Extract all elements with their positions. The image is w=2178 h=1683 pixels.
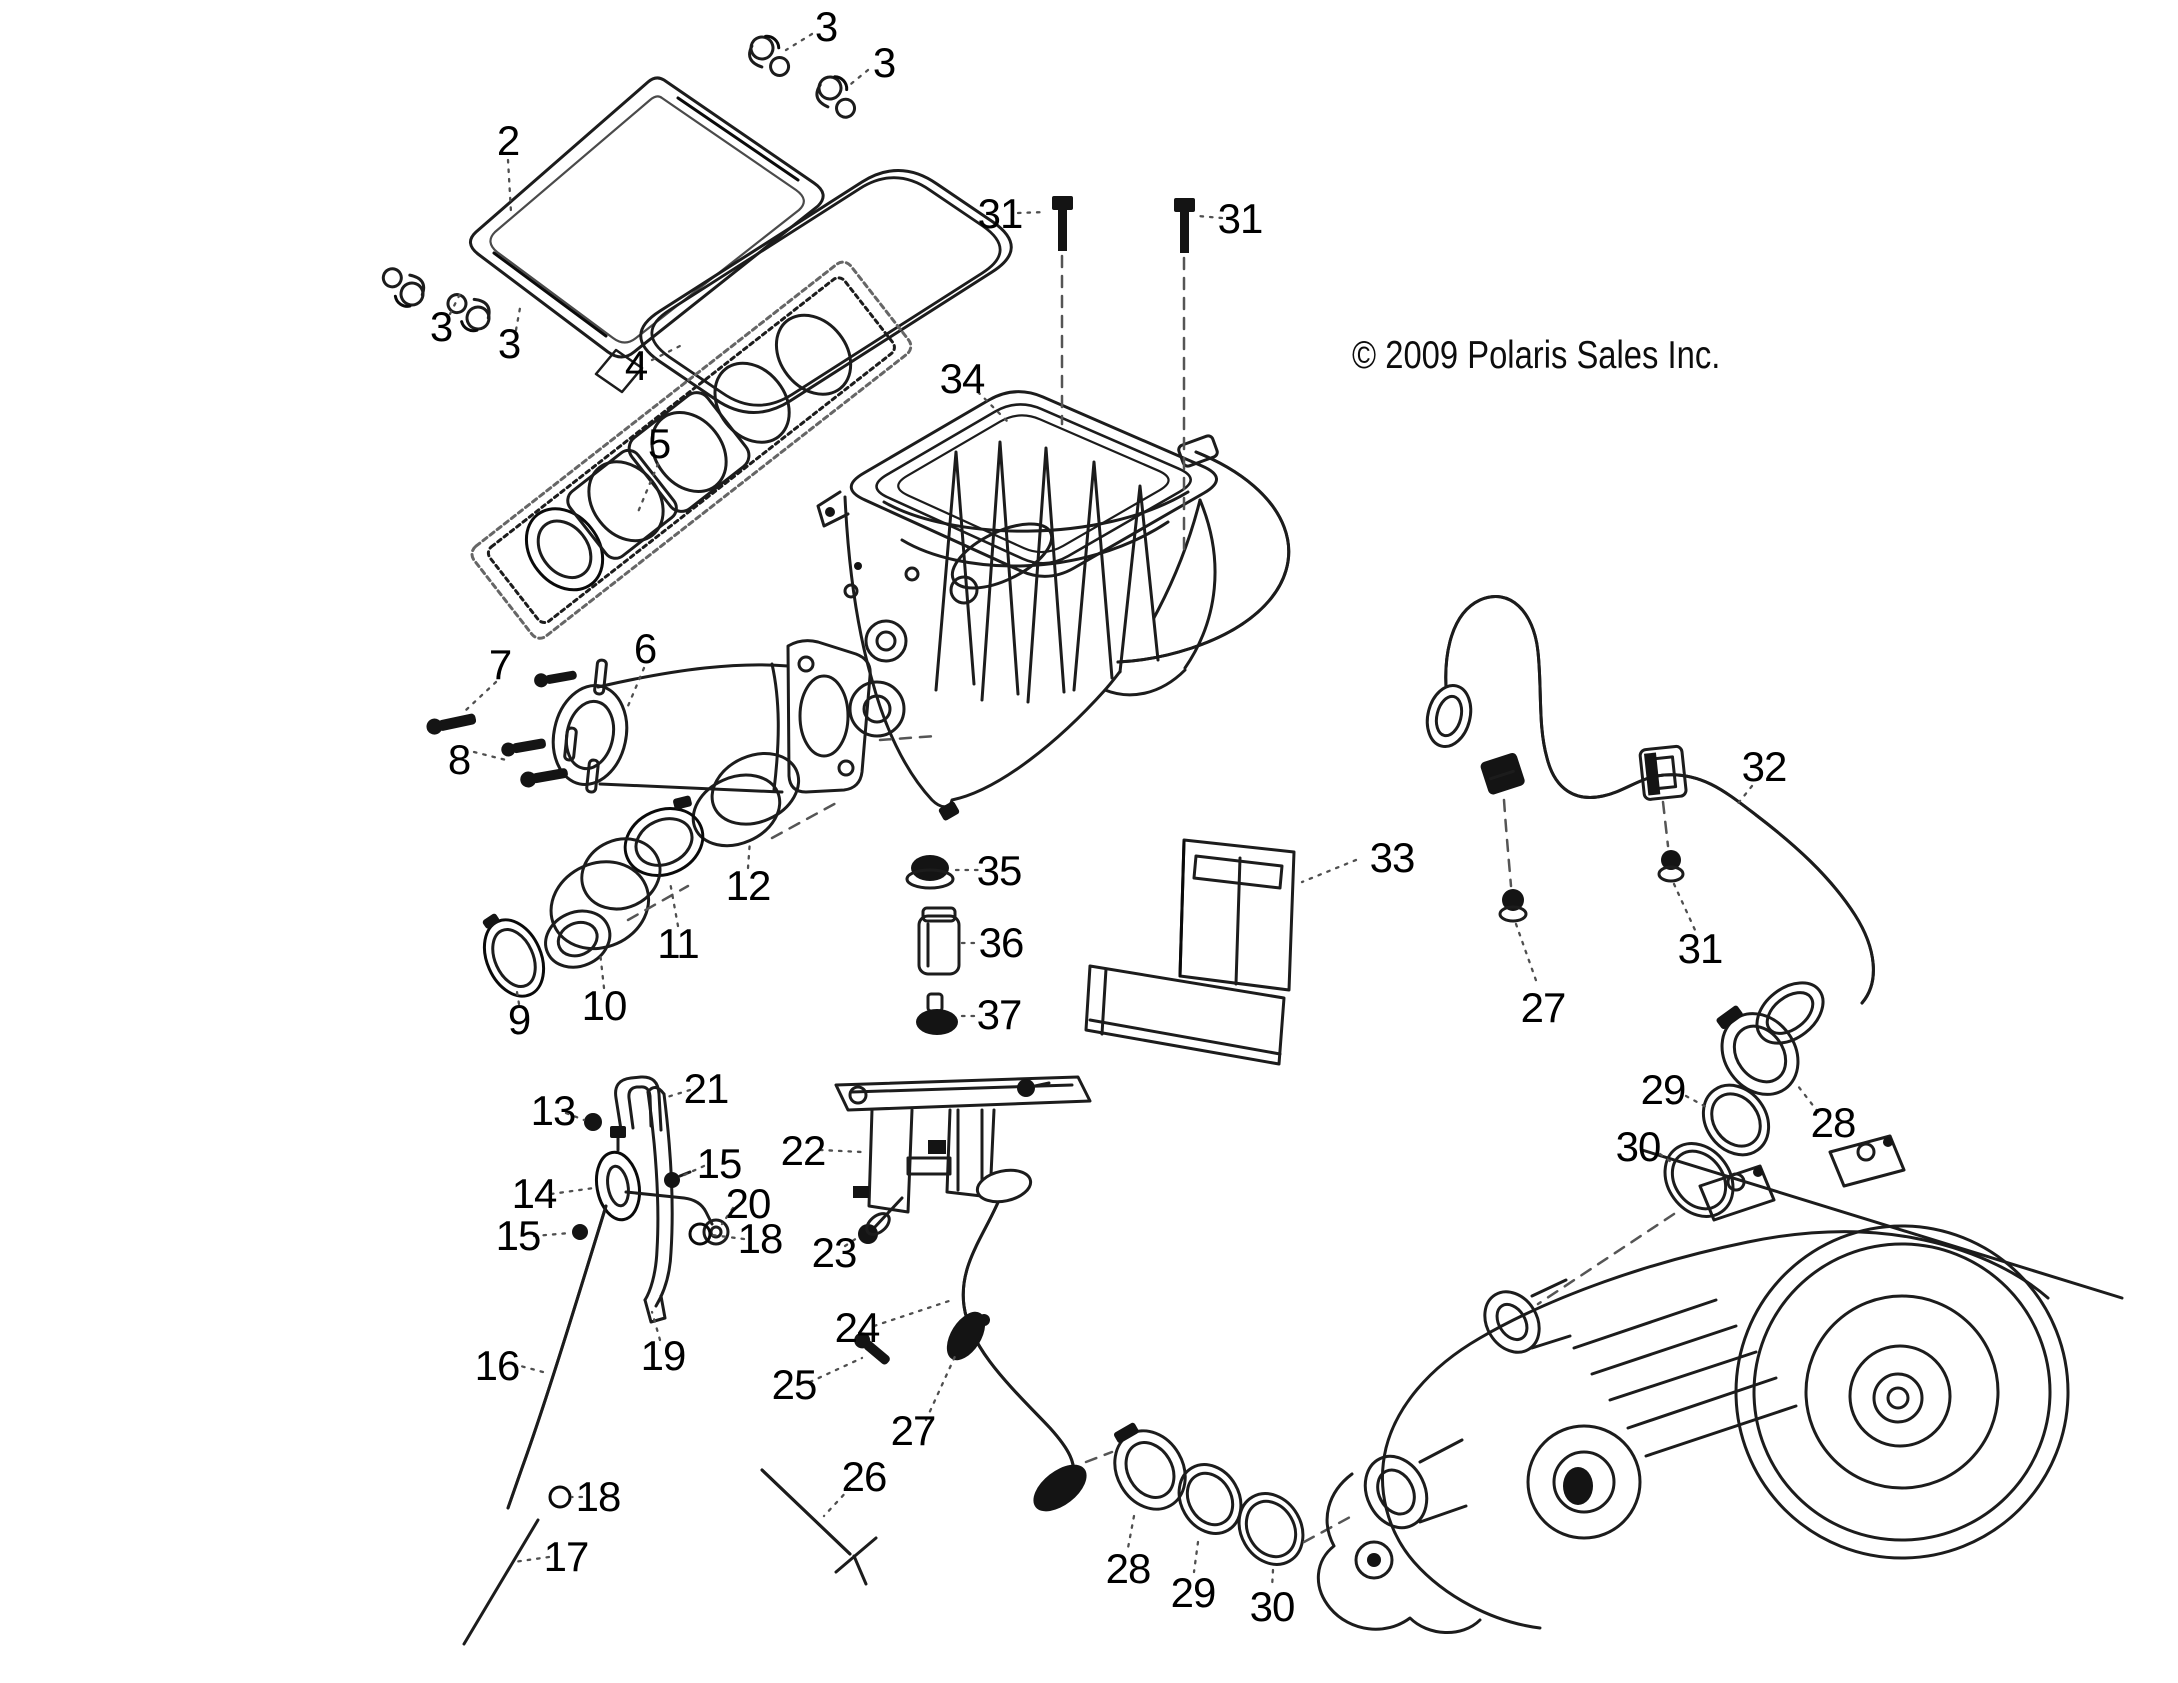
part-callout-16: 16: [474, 1342, 521, 1389]
part-callout-27: 27: [1520, 984, 1567, 1031]
clamp-9: [482, 913, 546, 998]
part-callout-37: 37: [976, 991, 1023, 1038]
part-callout-28: 28: [1810, 1099, 1857, 1146]
part-callout-25: 25: [771, 1361, 818, 1408]
part-callout-34: 34: [939, 355, 986, 402]
part-callout-11: 11: [657, 920, 700, 967]
rear-ring-30: [1663, 1142, 1735, 1218]
leader-lines: [448, 32, 1820, 1590]
intake-boot: [551, 639, 872, 794]
part-callout-31: 31: [977, 190, 1024, 237]
part-callout-15: 15: [495, 1212, 542, 1259]
front-ring-30: [1237, 1492, 1305, 1566]
part-callout-4: 4: [624, 342, 648, 389]
breather-sleeve-36: [917, 906, 961, 976]
boot-fasteners: [426, 658, 608, 794]
part-callout-29: 29: [1170, 1569, 1217, 1616]
part-callout-18: 18: [737, 1215, 784, 1262]
part-callout-2: 2: [496, 117, 520, 164]
front-ring-29: [1177, 1463, 1243, 1535]
part-callout-30: 30: [1615, 1123, 1662, 1170]
part-callout-31: 31: [1677, 925, 1724, 972]
engine-cvt-assembly: [1316, 1134, 2124, 1634]
mount-bracket-22: [834, 1075, 1092, 1244]
breather-cap-35: [905, 855, 955, 890]
part-callout-20: 20: [725, 1180, 772, 1227]
part-callout-32: 32: [1741, 743, 1788, 790]
part-callout-30: 30: [1249, 1583, 1296, 1630]
part-callout-31: 31: [1217, 195, 1264, 242]
part-callout-23: 23: [811, 1229, 858, 1276]
breather-fitting-37: [916, 992, 958, 1035]
part-callout-12: 12: [725, 862, 772, 909]
part-callout-24: 24: [834, 1304, 881, 1351]
part-callout-10: 10: [581, 982, 628, 1029]
part-callout-8: 8: [447, 736, 471, 783]
part-callout-27: 27: [890, 1407, 937, 1454]
airbox-bolt-right: [1174, 198, 1195, 556]
part-callout-3: 3: [429, 303, 453, 350]
sleeve-12: [691, 752, 801, 848]
part-callout-21: 21: [683, 1065, 730, 1112]
clamp-11: [623, 795, 705, 877]
part-callout-3: 3: [497, 320, 521, 367]
part-callout-33: 33: [1369, 834, 1416, 881]
part-callout-26: 26: [841, 1453, 888, 1500]
airbox-body: [816, 390, 1291, 821]
part-callout-18: 18: [575, 1473, 622, 1520]
part-callout-14: 14: [511, 1170, 558, 1217]
part-callout-19: 19: [640, 1332, 687, 1379]
boot-10: [544, 837, 662, 969]
airbox-cover: [469, 76, 825, 394]
rear-ring-29: [1701, 1083, 1771, 1157]
part-callout-3: 3: [814, 3, 838, 50]
front-air-hose-24: [760, 1168, 1087, 1586]
copyright-text: © 2009 Polaris Sales Inc.: [1352, 334, 1721, 377]
part-callout-22: 22: [780, 1127, 827, 1174]
part-callout-7: 7: [488, 641, 512, 688]
part-callout-13: 13: [530, 1087, 577, 1134]
part-callout-5: 5: [647, 420, 671, 467]
airbox-bolt-left: [1052, 196, 1073, 426]
part-callout-3: 3: [872, 39, 896, 86]
front-clamp-28: [1113, 1422, 1187, 1511]
part-callout-15: 15: [696, 1140, 743, 1187]
part-callout-9: 9: [507, 996, 531, 1043]
part-callout-17: 17: [543, 1533, 590, 1580]
rear-clamp-28: [1716, 1005, 1800, 1096]
part-callout-29: 29: [1640, 1066, 1687, 1113]
intake-duct-33: [1084, 838, 1296, 1066]
drain-assembly: [462, 1075, 730, 1646]
cover-seal: [639, 169, 1013, 414]
part-callout-36: 36: [978, 919, 1025, 966]
part-callout-35: 35: [976, 847, 1023, 894]
rear-air-hose-32: [1425, 595, 1875, 1045]
part-callout-28: 28: [1105, 1545, 1152, 1592]
part-callout-6: 6: [633, 625, 657, 672]
